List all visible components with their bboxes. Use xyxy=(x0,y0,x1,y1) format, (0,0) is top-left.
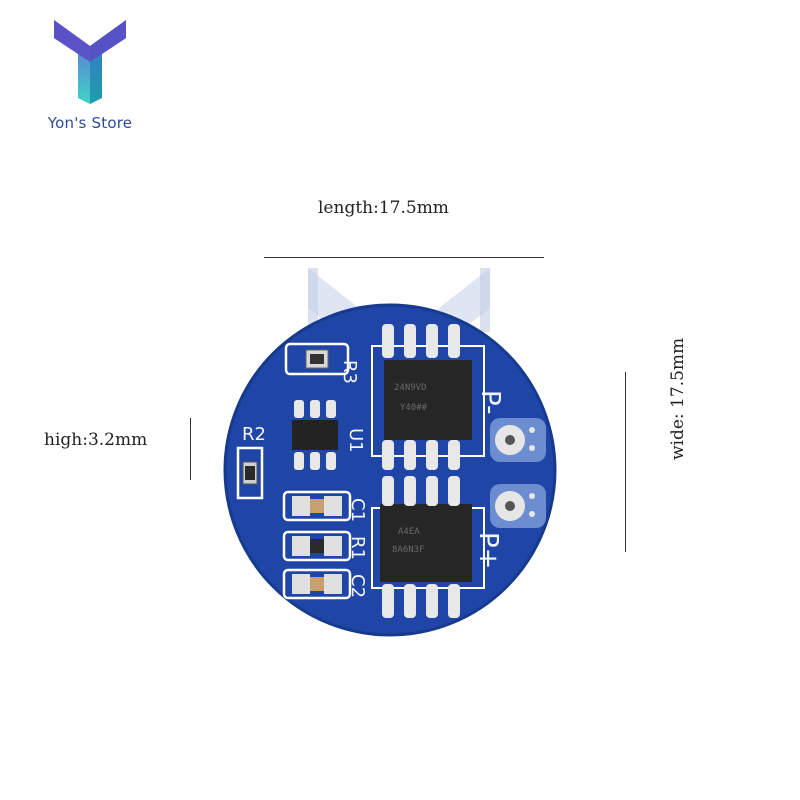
height-line xyxy=(190,418,191,480)
store-name: Yon's Store xyxy=(47,114,133,132)
silk-c2: C2 xyxy=(347,574,368,598)
width-label: wide: 17.5mm xyxy=(668,337,688,460)
length-line xyxy=(264,257,544,258)
silk-u1: U1 xyxy=(345,428,366,453)
width-line xyxy=(625,372,626,552)
top-chip-mark-1: 24N9VD xyxy=(394,383,427,393)
pcb-board-photo: 24N9VD Y40## A4EA 8A6N3F xyxy=(212,250,572,650)
pcb-board-svg: 24N9VD Y40## A4EA 8A6N3F xyxy=(223,268,557,637)
silk-r3: R3 xyxy=(339,360,360,384)
silk-r2: R2 xyxy=(242,424,266,445)
silk-c1: C1 xyxy=(347,498,368,522)
height-label: high:3.2mm xyxy=(44,430,148,450)
length-label: length:17.5mm xyxy=(318,198,449,218)
silk-r1: R1 xyxy=(347,536,368,560)
bottom-chip-mark-2: 8A6N3F xyxy=(392,545,425,555)
silk-p-plus: P+ xyxy=(473,532,503,569)
silk-p-minus: P- xyxy=(475,390,505,415)
top-chip-mark-2: Y40## xyxy=(400,403,428,413)
bottom-chip-mark-1: A4EA xyxy=(398,527,420,537)
store-logo xyxy=(50,18,130,106)
y-shield-logo-icon xyxy=(54,20,126,104)
